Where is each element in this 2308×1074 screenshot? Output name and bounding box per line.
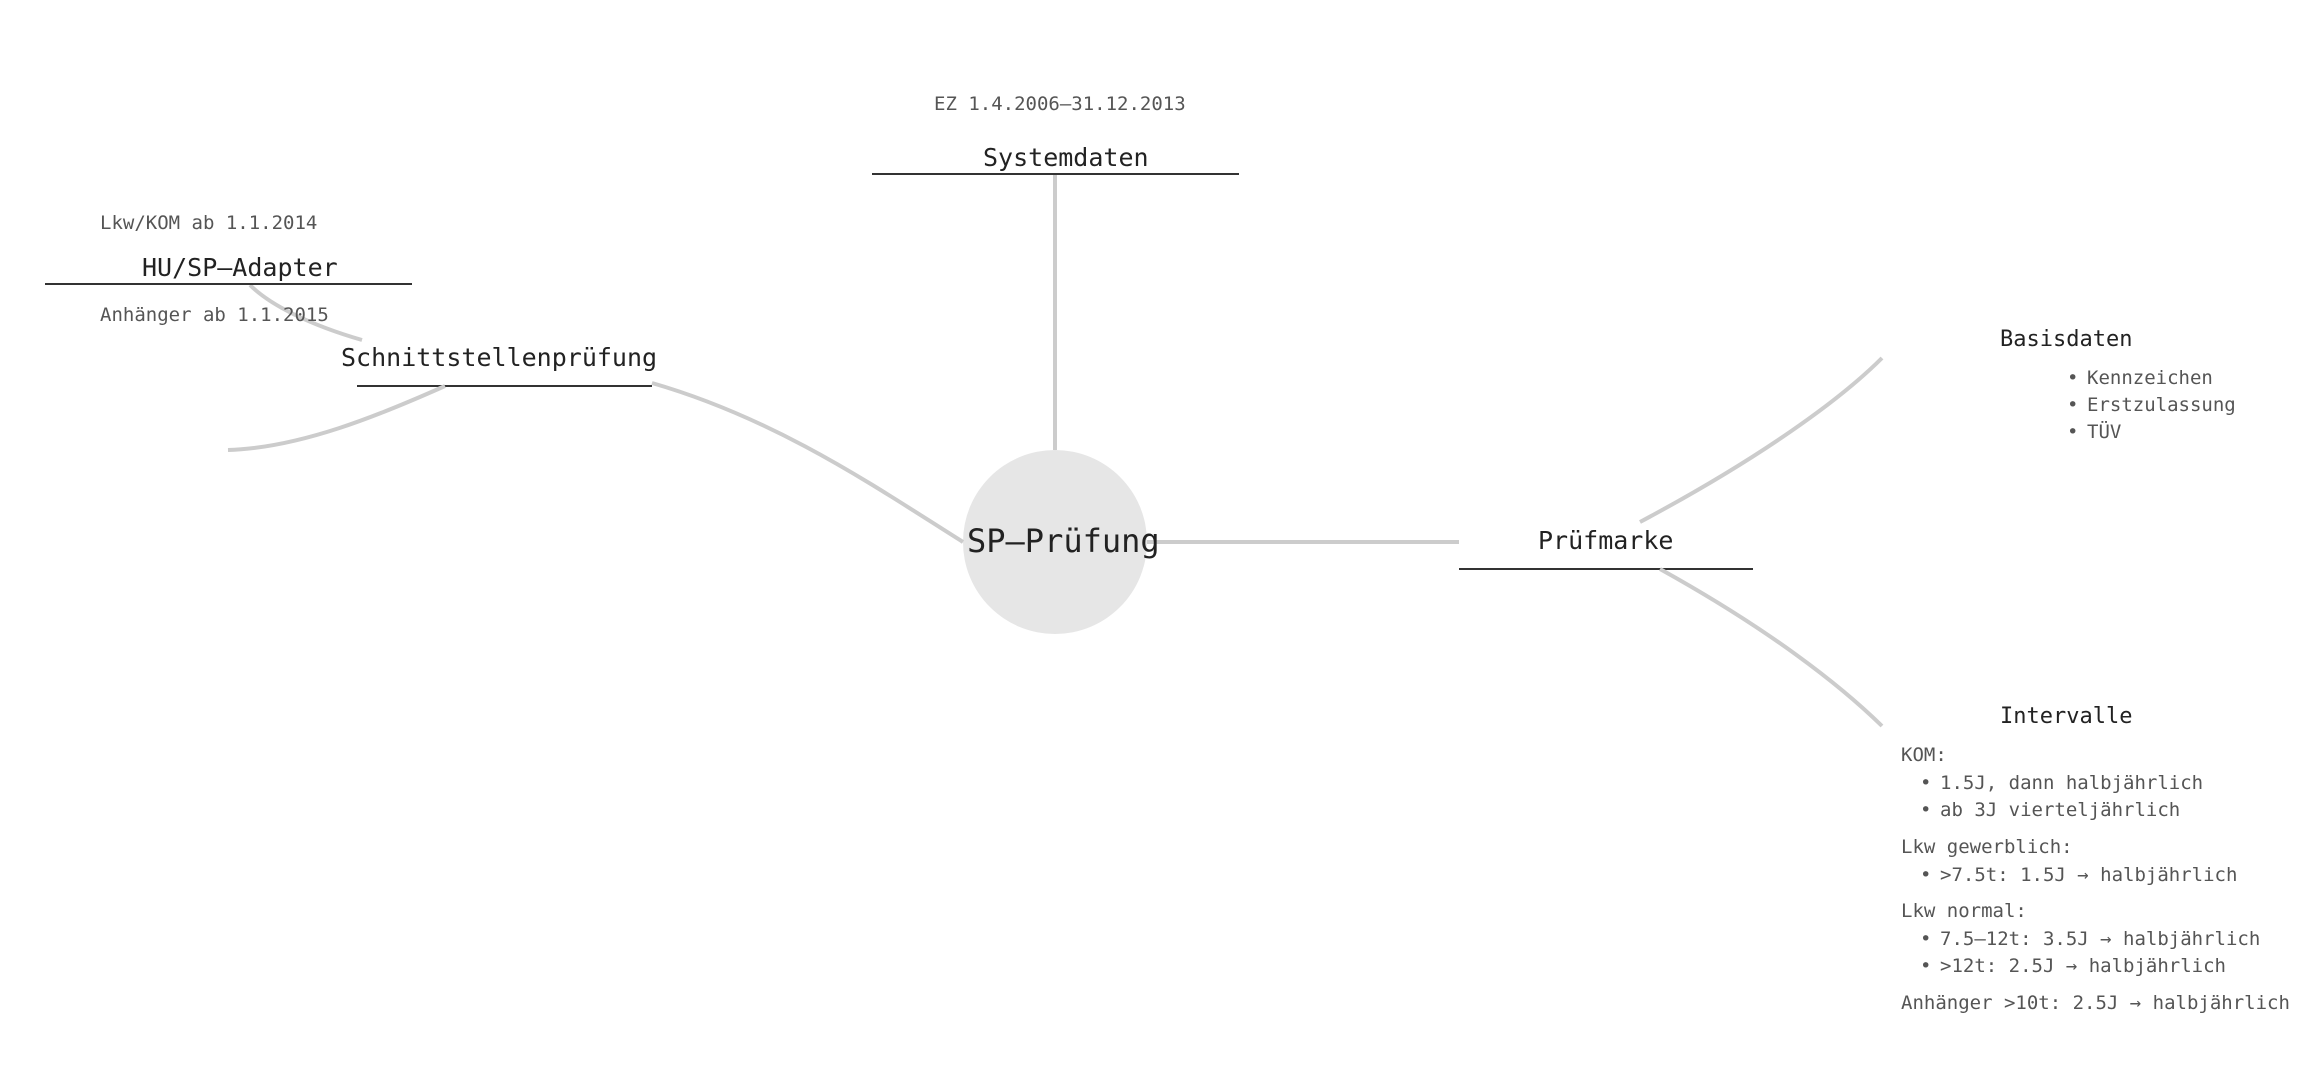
basisdaten-list: Kennzeichen Erstzulassung TÜV	[2067, 365, 2236, 446]
adapter-note-bottom: Anhänger ab 1.1.2015	[100, 304, 329, 326]
intervalle-group-kom-head: KOM:	[1901, 744, 1947, 766]
pruefmarke-label: Prüfmarke	[1538, 526, 1674, 555]
intervalle-group-lkw-gewerblich-list: >7.5t: 1.5J → halbjährlich	[1920, 862, 2237, 889]
center-node-label: SP–Prüfung	[967, 522, 1160, 560]
edge-pruefmarke-basisdaten	[1639, 356, 1884, 524]
edge-schnittstellen-empty-branch	[227, 384, 446, 452]
intervalle-group-kom-list: 1.5J, dann halbjährlich ab 3J vierteljäh…	[1920, 770, 2203, 824]
list-item: Kennzeichen	[2067, 365, 2236, 392]
list-item: ab 3J vierteljährlich	[1920, 797, 2203, 824]
adapter-label: HU/SP–Adapter	[142, 253, 338, 282]
intervalle-title: Intervalle	[2000, 704, 2133, 729]
edge-pruefmarke-intervalle	[1659, 567, 1884, 728]
list-item: TÜV	[2067, 419, 2236, 446]
list-item: >7.5t: 1.5J → halbjährlich	[1920, 862, 2237, 889]
intervalle-group-lkw-normal-head: Lkw normal:	[1901, 900, 2027, 922]
list-item: 7.5–12t: 3.5J → halbjährlich	[1920, 926, 2260, 953]
basisdaten-title: Basisdaten	[2000, 327, 2133, 352]
systemdaten-label: Systemdaten	[983, 143, 1149, 172]
list-item: >12t: 2.5J → halbjährlich	[1920, 953, 2260, 980]
center-node-circle	[963, 450, 1147, 634]
list-item: 1.5J, dann halbjährlich	[1920, 770, 2203, 797]
edge-center-schnittstellen	[651, 381, 965, 544]
intervalle-group-lkw-gewerblich-head: Lkw gewerblich:	[1901, 836, 2073, 858]
systemdaten-note: EZ 1.4.2006–31.12.2013	[934, 93, 1186, 115]
edge-schnittstellen-adapter	[248, 283, 363, 342]
intervalle-footer: Anhänger >10t: 2.5J → halbjährlich	[1901, 992, 2290, 1014]
intervalle-group-lkw-normal-list: 7.5–12t: 3.5J → halbjährlich >12t: 2.5J …	[1920, 926, 2260, 980]
schnittstellen-label: Schnittstellenprüfung	[341, 343, 658, 372]
adapter-note-top: Lkw/KOM ab 1.1.2014	[100, 212, 318, 234]
list-item: Erstzulassung	[2067, 392, 2236, 419]
